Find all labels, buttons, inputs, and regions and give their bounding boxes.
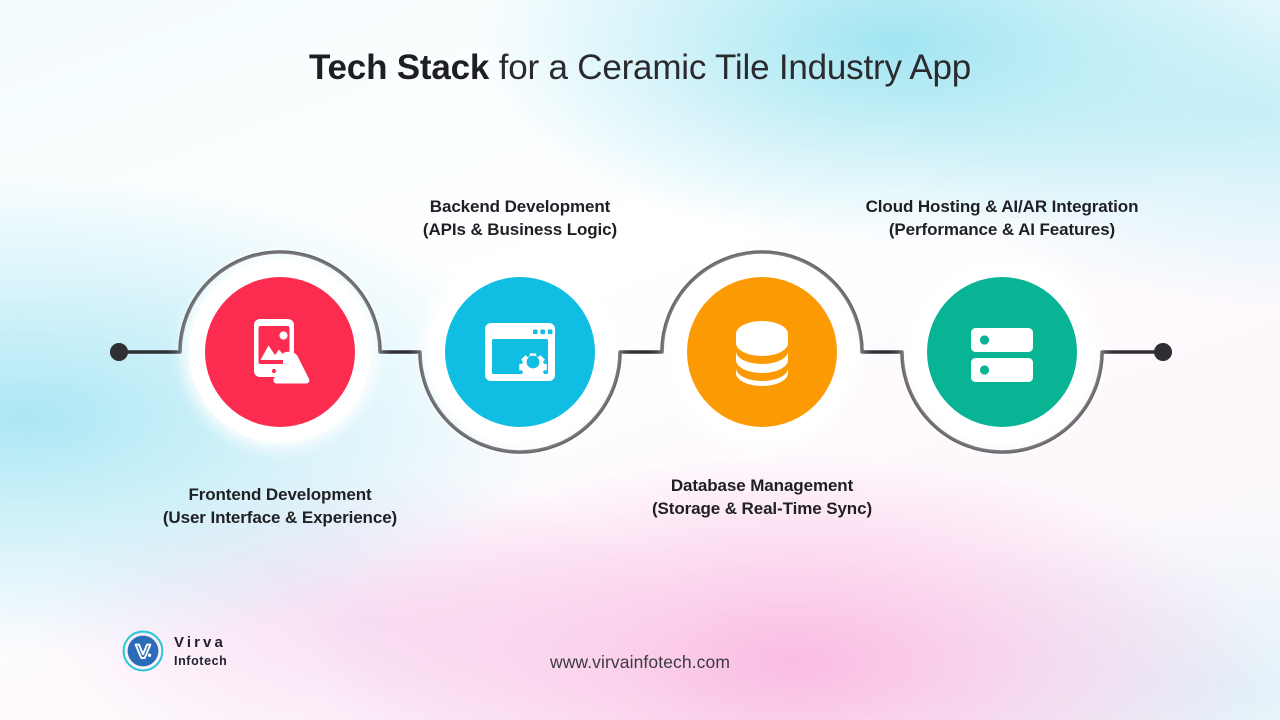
node-disc-cloud (927, 277, 1077, 427)
brand-subname: Infotech (174, 653, 228, 668)
step-caption-frontend: Frontend Development (User Interface & E… (80, 484, 480, 529)
step-label-line1: Frontend Development (188, 485, 372, 504)
step-label-line1: Backend Development (429, 197, 611, 216)
step-caption-cloud: Cloud Hosting & AI/AR Integration (Perfo… (802, 196, 1202, 241)
step-label-line2: (User Interface & Experience) (162, 507, 398, 527)
database-cylinder-icon (722, 312, 802, 392)
node-disc-backend (445, 277, 595, 427)
brand-name: Virva (174, 633, 226, 651)
server-rack-icon (961, 311, 1043, 393)
node-disc-frontend (205, 277, 355, 427)
node-disc-database (687, 277, 837, 427)
step-node-backend[interactable] (429, 261, 611, 443)
website-url[interactable]: www.virvainfotech.com (549, 652, 731, 672)
step-node-cloud[interactable] (911, 261, 1093, 443)
page-title-strong: Tech Stack (308, 48, 490, 87)
step-label-line2: (APIs & Business Logic) (422, 219, 618, 239)
page-title-rest: for a Ceramic Tile Industry App (489, 48, 972, 87)
brand-wordmark: Virva Infotech (174, 635, 227, 668)
step-label-line1: Cloud Hosting & AI/AR Integration (865, 197, 1139, 216)
step-caption-database: Database Management (Storage & Real-Time… (562, 475, 962, 520)
tablet-image-hand-icon (237, 309, 323, 395)
step-label-line1: Database Management (670, 476, 854, 495)
brand-logo[interactable]: Virva Infotech (122, 630, 227, 672)
step-label-line2: (Performance & AI Features) (888, 219, 1116, 239)
step-caption-backend: Backend Development (APIs & Business Log… (320, 196, 720, 241)
browser-window-gear-icon (478, 310, 562, 394)
step-node-frontend[interactable] (189, 261, 371, 443)
page-title: Tech Stack for a Ceramic Tile Industry A… (0, 46, 1280, 90)
step-label-line2: (Storage & Real-Time Sync) (651, 498, 873, 518)
step-node-database[interactable] (671, 261, 853, 443)
virva-logo-icon (122, 630, 164, 672)
